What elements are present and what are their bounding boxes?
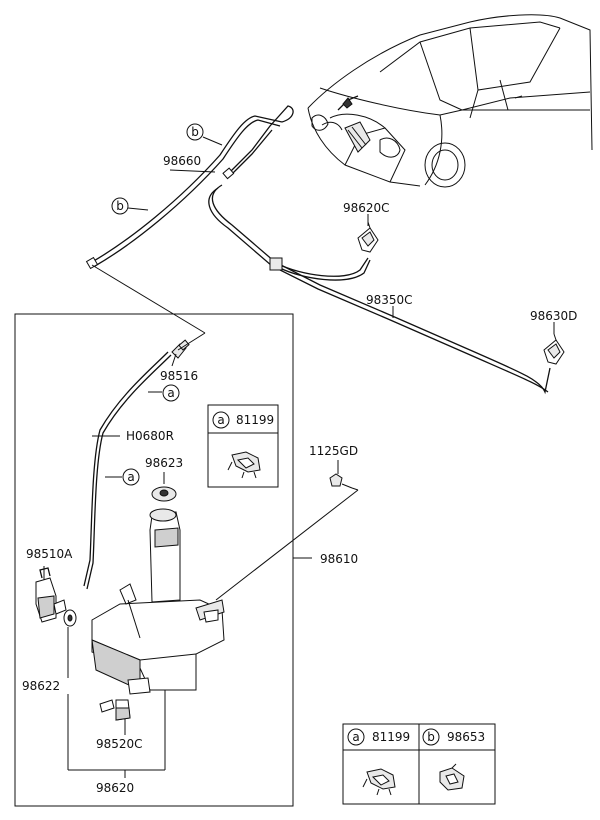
cap-98623 [151,486,177,502]
bolt-1125GD: 1125GD [215,444,359,601]
callout-a-frame-2: a [122,468,140,486]
inset-letter: a [217,413,224,427]
label-1125GD: 1125GD [309,444,358,458]
pump-98510A [35,567,67,623]
label-98622: 98622 [22,679,60,693]
legend-letter-a: a [352,730,359,744]
label-98620C: 98620C [343,201,390,215]
legend-item-a: a 81199 [347,728,410,796]
label-h0680r: H0680R [126,429,174,443]
inset-part: 81199 [236,413,274,427]
callout-b-lower: b [111,197,129,215]
label-98520C: 98520C [96,737,143,751]
callout-b-label-2: b [116,199,124,213]
leaders-upper [91,136,555,334]
label-98660: 98660 [163,154,201,168]
legend-part-a: 81199 [372,730,410,744]
callout-a-frame-1: a [162,384,180,402]
label-98623: 98623 [145,456,183,470]
clip-81199-icon [227,451,261,479]
hose-98350C [208,184,551,395]
assembly-frame [14,313,294,807]
legend-table: a 81199 b 98653 [342,723,496,805]
pump-98520C [99,699,131,721]
nozzle-98630D [543,333,565,365]
label-98620: 98620 [96,781,134,795]
clip-98653-legend-icon [439,763,465,791]
callout-a-label-1: a [167,386,174,400]
label-98610: 98610 [320,552,358,566]
clip-81199-legend-icon [362,768,396,796]
label-98510A: 98510A [26,547,73,561]
hose-98660 [85,105,294,270]
legend-item-b: b 98653 [422,728,485,791]
callout-b-label-1: b [191,125,199,139]
car-illustration [307,14,593,188]
washer-tank-98620 [91,508,225,695]
legend-letter-b: b [427,730,435,744]
label-98630D: 98630D [530,309,577,323]
grommet-98622 [63,609,77,627]
legend-part-b: 98653 [447,730,485,744]
inset-box-81199: a 81199 [207,404,279,488]
label-98516: 98516 [160,369,198,383]
hose-h0680r [83,332,206,590]
callout-a-label-2: a [127,470,134,484]
callout-b-upper: b [186,123,204,141]
nozzle-98620C [357,221,379,253]
label-98350C: 98350C [366,293,413,307]
